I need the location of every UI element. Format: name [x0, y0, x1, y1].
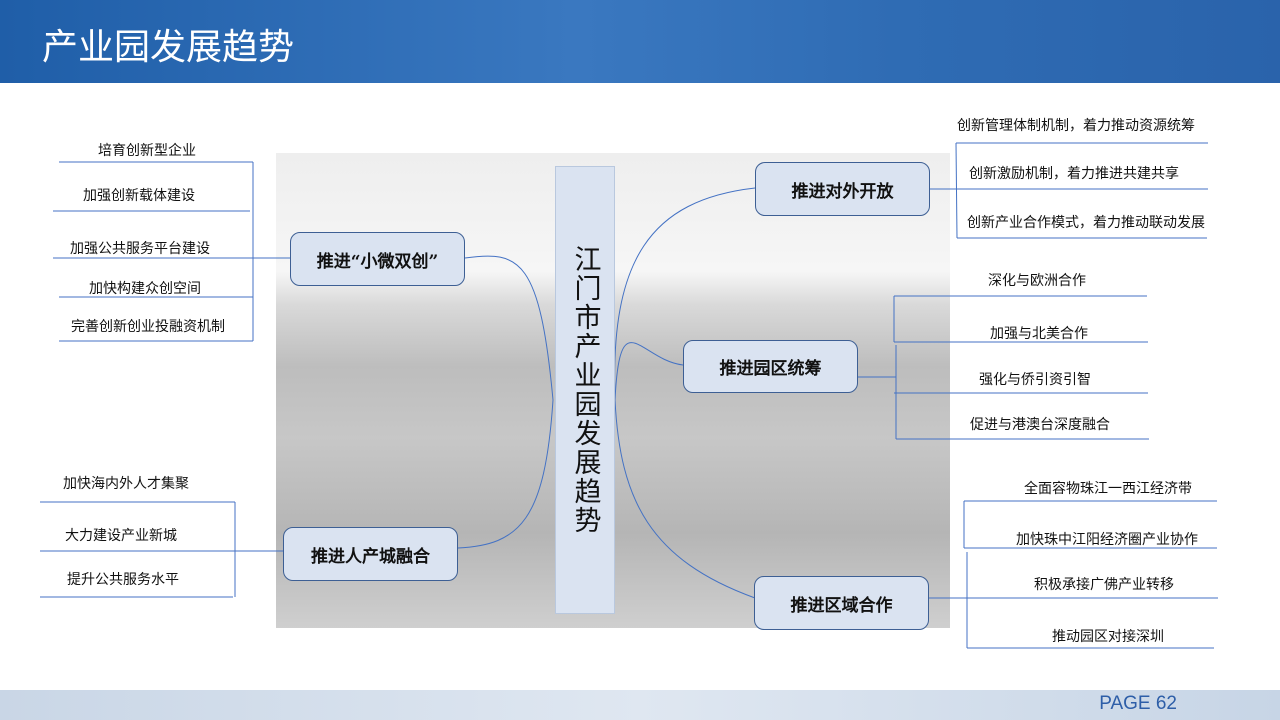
leaf-item: 加快构建众创空间: [89, 281, 201, 297]
leaf-item: 创新激励机制，着力推进共建共享: [969, 166, 1179, 182]
central-topic-label: 江门市产业园发展趋势: [569, 245, 601, 535]
footer-bar: PAGE 62: [0, 690, 1280, 720]
leaf-item: 大力建设产业新城: [65, 528, 177, 544]
leaf-item: 提升公共服务水平: [67, 572, 179, 588]
node-small-micro-innovation: 推进“小微双创”: [290, 232, 465, 286]
leaf-item: 培育创新型企业: [98, 143, 196, 159]
page-title: 产业园发展趋势: [42, 27, 295, 68]
leaf-item: 积极承接广佛产业转移: [1034, 577, 1174, 593]
leaf-item: 完善创新创业投融资机制: [71, 319, 225, 335]
node-park-coordination: 推进园区统筹: [683, 340, 858, 393]
node-people-industry-city: 推进人产城融合: [283, 527, 458, 581]
leaf-item: 强化与侨引资引智: [979, 372, 1091, 388]
node-regional-cooperation: 推进区域合作: [754, 576, 929, 630]
leaf-item: 创新产业合作模式，着力推动联动发展: [967, 215, 1205, 231]
node-opening-up: 推进对外开放: [755, 162, 930, 216]
header-banner: 产业园发展趋势: [0, 0, 1280, 83]
page-number: PAGE 62: [1099, 693, 1177, 714]
leaf-item: 加快珠中江阳经济圈产业协作: [1016, 532, 1198, 548]
leaf-item: 促进与港澳台深度融合: [970, 417, 1110, 433]
central-topic: 江门市产业园发展趋势: [555, 166, 615, 614]
leaf-item: 加快海内外人才集聚: [63, 476, 189, 492]
leaf-item: 加强公共服务平台建设: [70, 241, 210, 257]
leaf-item: 推动园区对接深圳: [1052, 629, 1164, 645]
leaf-item: 加强创新载体建设: [83, 188, 195, 204]
leaf-item: 加强与北美合作: [990, 326, 1088, 342]
leaf-item: 创新管理体制机制，着力推动资源统筹: [957, 118, 1195, 134]
leaf-item: 深化与欧洲合作: [988, 273, 1086, 289]
leaf-item: 全面容物珠江一西江经济带: [1024, 481, 1192, 497]
